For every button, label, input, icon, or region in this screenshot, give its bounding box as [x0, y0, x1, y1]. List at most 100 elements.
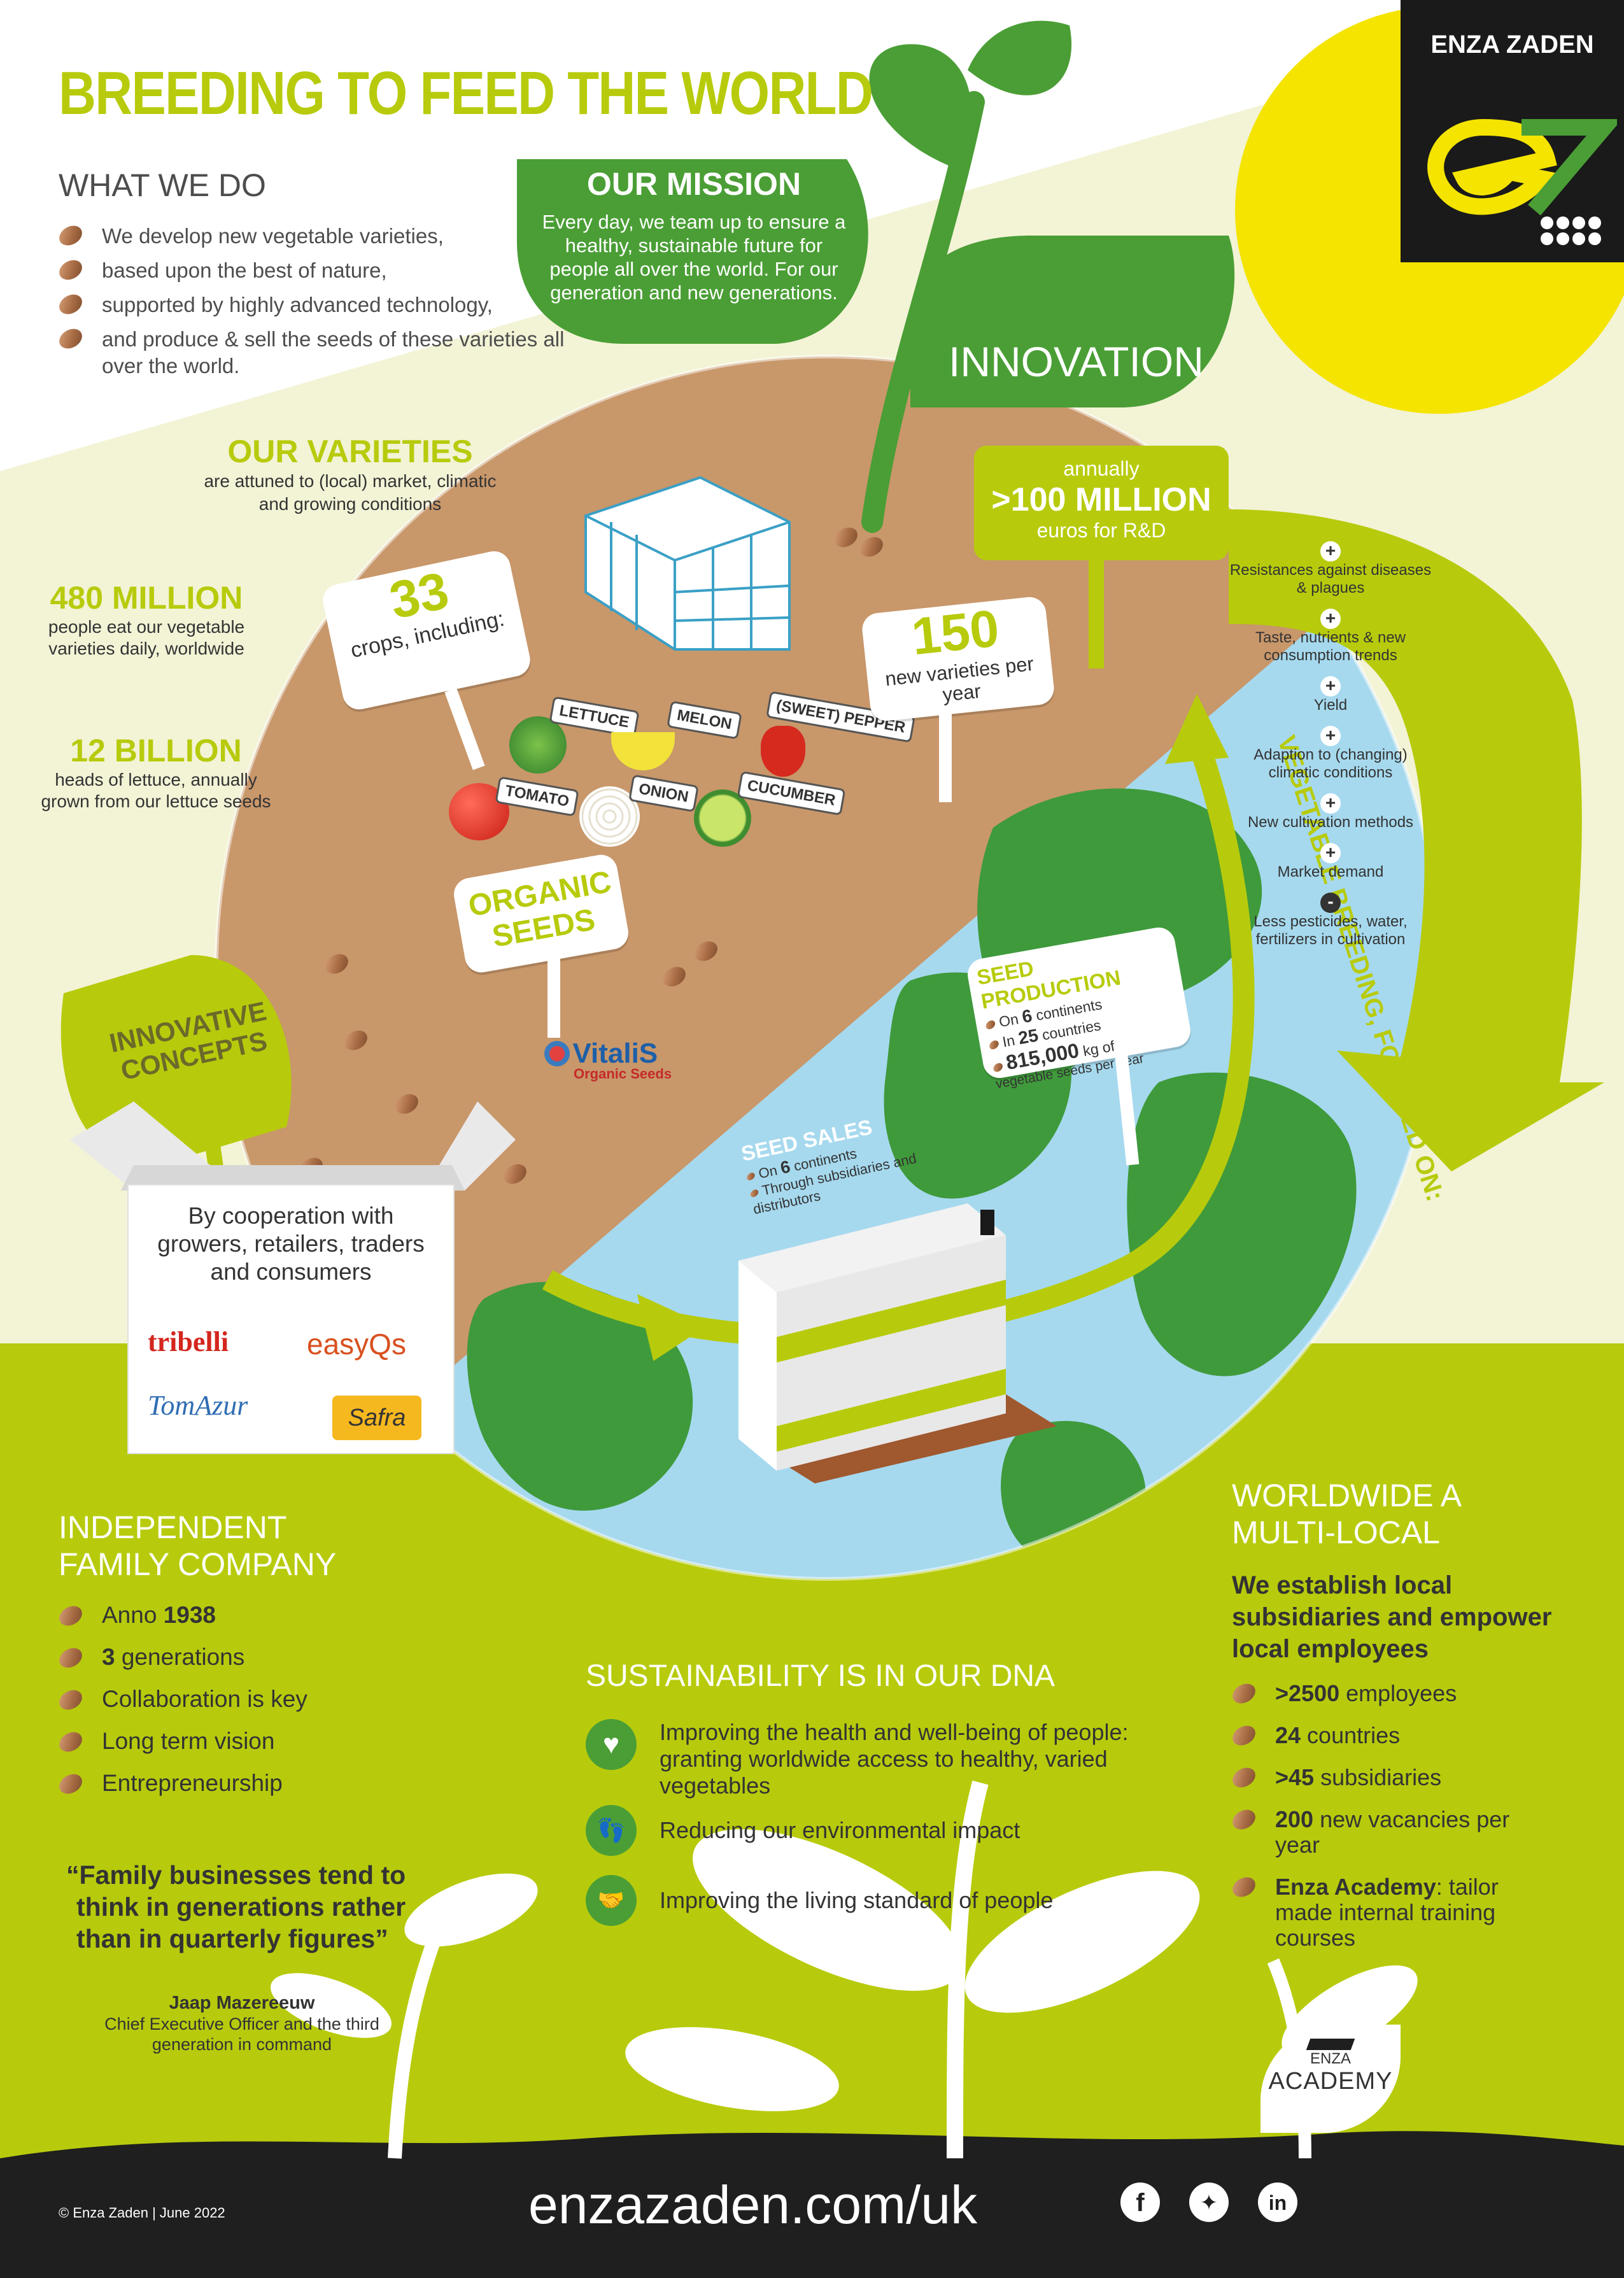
breeding-item: +Yield	[1313, 676, 1348, 714]
breeding-item: -Less pesticides, water, fertilizers in …	[1253, 891, 1408, 949]
list-item: >45 subsidiaries	[1229, 1764, 1588, 1792]
pepper-icon	[761, 726, 805, 777]
list-item: Long term vision	[55, 1724, 415, 1758]
brand-name: ENZA ZADEN	[1430, 31, 1594, 59]
worldwide-list: >2500 employees 24 countries >45 subsidi…	[1229, 1680, 1588, 1958]
breeding-item: +Resistances against diseases & plagues	[1229, 541, 1432, 597]
quote-attribution: Jaap Mazereeuw Chief Executive Officer a…	[83, 1993, 401, 2055]
seed-icon	[991, 1061, 1005, 1074]
linkedin-icon[interactable]: in	[1258, 2182, 1297, 2222]
cucumber-icon	[694, 789, 751, 847]
stat-12-billion: 12 BILLION heads of lettuce, annually gr…	[38, 732, 274, 812]
mission-block: OUR MISSION Every day, we team up to ens…	[535, 166, 853, 304]
list-item: Entrepreneurship	[55, 1766, 415, 1800]
stat-480-million: 480 MILLION people eat our vegetable var…	[38, 579, 255, 660]
footprint-icon: 👣	[586, 1805, 637, 1856]
seed-icon	[55, 1602, 86, 1630]
vitalis-name: VitaliS	[572, 1038, 658, 1069]
list-item: based upon the best of nature,	[55, 256, 587, 284]
brand-tribelli: tribelli	[148, 1326, 229, 1357]
list-item: Anno 1938	[55, 1598, 415, 1632]
list-item: 24 countries	[1229, 1722, 1588, 1750]
website-link[interactable]: enzazaden.com/uk	[528, 2175, 978, 2235]
brand-safra: Safra	[332, 1396, 421, 1440]
seed-icon	[1229, 1873, 1259, 1901]
list-item: supported by highly advanced technology,	[55, 290, 587, 318]
brand-tomazur: TomAzur	[148, 1390, 248, 1421]
list-item: and produce & sell the seeds of these va…	[55, 325, 587, 379]
seed-icon	[55, 1644, 86, 1672]
list-item: Enza Academy: tailor made internal train…	[1229, 1873, 1588, 1951]
sustainability-item: 👣 Reducing our environmental impact	[586, 1795, 1197, 1865]
twitter-icon[interactable]: ✦	[1189, 2182, 1229, 2222]
plus-icon: +	[1320, 843, 1341, 863]
brand-easyqs: easyQs	[307, 1327, 406, 1361]
cooperation-box: By cooperation with growers, retailers, …	[127, 1184, 455, 1454]
stat-text: people eat our vegetable varieties daily…	[48, 617, 245, 658]
sustainability-list: ♥ Improving the health and well-being of…	[586, 1719, 1197, 1935]
seed-icon	[55, 290, 86, 318]
varieties-block: OUR VARIETIES are attuned to (local) mar…	[204, 433, 497, 516]
open-box-flaps	[70, 1101, 516, 1191]
seed-icon	[55, 1728, 86, 1756]
innovation-line3: euros for R&D	[1036, 519, 1166, 542]
sustainability-item: ♥ Improving the health and well-being of…	[586, 1719, 1197, 1799]
greenhouse-icon	[584, 476, 791, 651]
lettuce-icon	[509, 716, 567, 774]
plus-icon: +	[1320, 609, 1341, 629]
mission-text: Every day, we team up to ensure a health…	[542, 211, 846, 304]
ez-logo-icon	[1427, 118, 1617, 245]
varieties-text: are attuned to (local) market, climatic …	[204, 471, 497, 514]
sustainability-item: 🤝 Improving the living standard of peopl…	[586, 1865, 1197, 1935]
seed-icon	[984, 1018, 997, 1031]
stat-value: 12 BILLION	[70, 733, 242, 768]
sustainability-heading: SUSTAINABILITY IS IN OUR DNA	[586, 1659, 1056, 1693]
what-we-do-heading: WHAT WE DO	[59, 167, 266, 203]
copyright: © Enza Zaden | June 2022	[59, 2205, 225, 2221]
social-links: f ✦ in	[1120, 2182, 1297, 2222]
stat-text: heads of lettuce, annually grown from ou…	[41, 770, 271, 811]
facebook-icon[interactable]: f	[1120, 2182, 1160, 2222]
family-heading: INDEPENDENT FAMILY COMPANY	[59, 1510, 337, 1582]
seed-icon	[987, 1038, 1001, 1051]
vitalis-sub: Organic Seeds	[574, 1066, 672, 1082]
seed-icon	[55, 325, 86, 353]
innovation-sign-post	[1089, 554, 1104, 669]
seed-icon	[55, 1686, 86, 1714]
seed-icon	[55, 256, 86, 284]
list-item: 3 generations	[55, 1640, 415, 1674]
handshake-icon: 🤝	[586, 1875, 637, 1926]
family-quote: “Family businesses tend to think in gene…	[66, 1860, 406, 1953]
breeding-item: +Market demand	[1277, 842, 1384, 881]
vegetable-breeding-list: +Resistances against diseases & plagues …	[1229, 541, 1432, 949]
graduation-cap-icon	[1306, 2039, 1355, 2050]
list-item: 200 new vacancies per year	[1229, 1806, 1588, 1858]
page-title: BREEDING TO FEED THE WORLD	[59, 59, 873, 127]
brand-box: ENZA ZADEN	[1401, 0, 1624, 262]
seed-icon	[1229, 1680, 1259, 1708]
list-item: We develop new vegetable varieties,	[55, 222, 587, 250]
worldwide-heading: WORLDWIDE A MULTI-LOCAL	[1232, 1478, 1460, 1550]
academy-line1: ENZA	[1310, 2050, 1351, 2067]
what-we-do-list: We develop new vegetable varieties, base…	[55, 222, 587, 387]
plus-icon: +	[1320, 793, 1341, 814]
seed-icon	[1229, 1764, 1259, 1792]
plus-icon: +	[1320, 726, 1341, 746]
seed-icon	[1229, 1722, 1259, 1750]
seed-icon	[1229, 1806, 1259, 1834]
innovation-heading: INNOVATION	[949, 338, 1204, 385]
cooperation-text: By cooperation with growers, retailers, …	[157, 1203, 425, 1285]
new-varieties-post	[939, 707, 952, 802]
new-varieties-sign: 150 new varieties per year	[860, 595, 1056, 723]
innovation-line1: annually	[1063, 457, 1140, 480]
quote-author: Jaap Mazereeuw	[169, 1993, 315, 2013]
worldwide-subheading: We establish local subsidiaries and empo…	[1232, 1571, 1552, 1663]
list-item: >2500 employees	[1229, 1680, 1588, 1708]
mission-heading: OUR MISSION	[586, 166, 801, 202]
innovation-sign: annually >100 MILLION euros for R&D	[974, 446, 1229, 560]
family-list: Anno 1938 3 generations Collaboration is…	[55, 1598, 415, 1808]
quote-role: Chief Executive Officer and the third ge…	[104, 2014, 379, 2054]
heart-icon: ♥	[586, 1719, 637, 1770]
innovation-amount: >100 MILLION	[991, 481, 1211, 518]
vitalis-logo: VitaliS Organic Seeds	[544, 1038, 691, 1082]
